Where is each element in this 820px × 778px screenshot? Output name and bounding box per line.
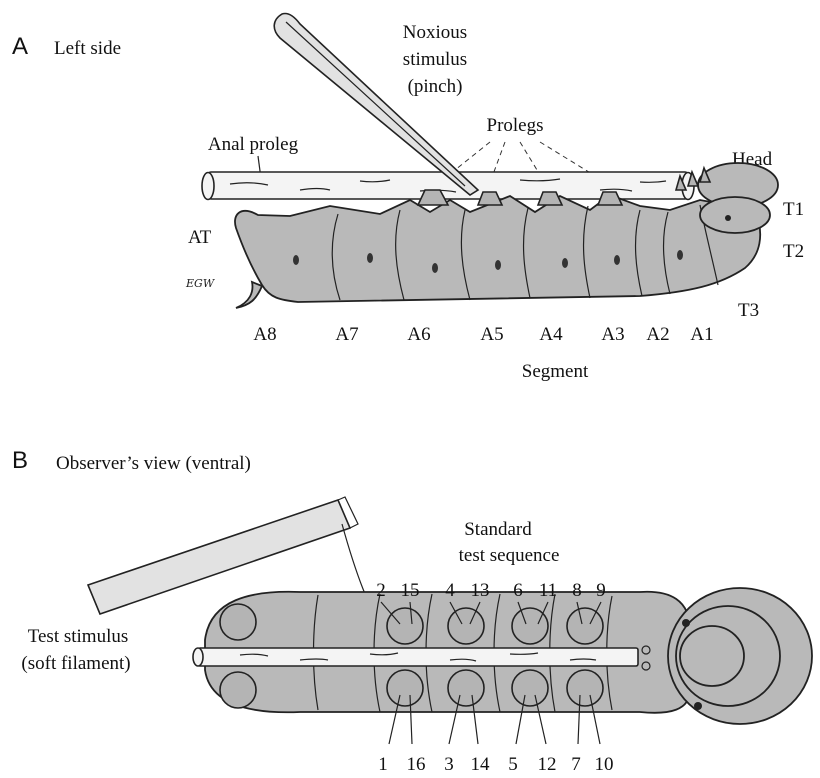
segment-label: A5 [480,324,503,345]
anal-proleg-label: Anal proleg [208,134,299,155]
sequence-bottom-numbers: 1 16 3 14 5 12 7 10 [378,754,613,775]
rod-b [193,648,638,666]
sequence-number: 5 [508,754,518,775]
t1-label: T1 [783,199,804,220]
prolegs-label: Prolegs [487,115,544,136]
panel-b-letter: B [12,447,28,474]
noxious-label-line2: stimulus [403,49,467,70]
sequence-number: 3 [444,754,454,775]
noxious-label-line3: (pinch) [408,76,463,97]
sequence-number: 11 [539,580,557,601]
sequence-number: 12 [538,754,557,775]
noxious-label-line1: Noxious [403,22,467,43]
sequence-label-line1: Standard [464,519,532,540]
sequence-number: 1 [378,754,388,775]
sequence-label-line2: test sequence [459,545,560,566]
segment-label: A8 [253,324,276,345]
test-stimulus-line1: Test stimulus [28,626,129,647]
sequence-number: 6 [513,580,523,601]
t3-label: T3 [738,300,759,321]
sequence-number: 4 [445,580,455,601]
segment-label: A3 [601,324,624,345]
panel-a-letter: A [12,33,28,60]
panel-a-title: Left side [54,38,121,59]
segment-label: A7 [335,324,358,345]
t2-label: T2 [783,241,804,262]
sequence-number: 7 [571,754,581,775]
panel-b-title: Observer’s view (ventral) [56,453,251,474]
sequence-number: 8 [572,580,582,601]
sequence-number: 14 [471,754,491,775]
signature: EGW [185,277,216,290]
segment-labels: A8 A7 A6 A5 A4 A3 A2 A1 [253,324,713,345]
segment-label: A4 [539,324,563,345]
sequence-number: 9 [596,580,606,601]
segment-label: A6 [407,324,430,345]
segment-caption: Segment [522,361,589,382]
sequence-number: 15 [401,580,420,601]
test-stimulus-line2: (soft filament) [21,653,130,674]
sequence-number: 13 [471,580,490,601]
sequence-number: 2 [376,580,386,601]
segment-label: A1 [690,324,713,345]
segment-label: A2 [646,324,669,345]
at-label: AT [188,227,212,248]
sequence-number: 16 [407,754,426,775]
sequence-number: 10 [595,754,614,775]
